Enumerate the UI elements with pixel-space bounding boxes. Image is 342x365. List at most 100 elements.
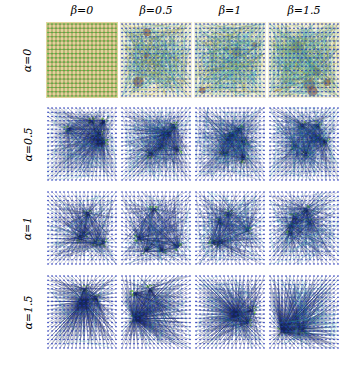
network-node — [259, 23, 261, 25]
network-node — [99, 44, 101, 46]
network-node — [79, 57, 81, 59]
network-node — [107, 27, 109, 29]
network-node — [255, 32, 257, 34]
network-node — [107, 23, 109, 25]
network-node — [219, 82, 221, 84]
network-node — [111, 23, 113, 25]
network-node — [199, 95, 201, 97]
network-node — [211, 74, 213, 76]
network-node — [169, 40, 171, 42]
network-node — [177, 27, 179, 29]
network-node — [47, 32, 49, 34]
network-node — [47, 74, 49, 76]
network-node — [259, 78, 261, 80]
network-node — [195, 70, 197, 72]
network-node — [149, 32, 151, 34]
network-node — [247, 78, 249, 80]
network-node — [255, 91, 257, 93]
network-node — [243, 91, 245, 93]
network-node — [51, 74, 53, 76]
network-node — [137, 87, 139, 89]
network-node — [227, 53, 229, 55]
network-node — [47, 78, 49, 80]
network-node — [59, 36, 61, 38]
network-node — [111, 70, 113, 72]
network-node — [51, 87, 53, 89]
network-node — [165, 91, 167, 93]
network-node — [255, 61, 257, 63]
network-node — [149, 23, 151, 25]
network-node — [231, 70, 233, 72]
network-node — [141, 70, 143, 72]
network-node — [223, 57, 225, 59]
network-node — [95, 78, 97, 80]
network-node — [107, 61, 109, 63]
network-node — [173, 74, 175, 76]
network-node — [215, 61, 217, 63]
network-node — [125, 82, 127, 84]
network-node — [203, 44, 205, 46]
network-node — [79, 27, 81, 29]
network-node — [63, 49, 65, 51]
network-node — [59, 32, 61, 34]
network-node — [149, 27, 151, 29]
network-node — [259, 74, 261, 76]
network-node — [231, 53, 233, 55]
network-node — [103, 74, 105, 76]
network-node — [83, 78, 85, 80]
network-node — [263, 91, 265, 93]
network-node — [223, 27, 225, 29]
network-node — [79, 53, 81, 55]
network-node — [255, 49, 257, 51]
network-node — [251, 36, 253, 38]
network-node — [107, 66, 109, 68]
network-node — [215, 70, 217, 72]
network-node — [47, 44, 49, 46]
network-node — [91, 27, 93, 29]
network-node — [145, 78, 147, 80]
network-node — [223, 70, 225, 72]
network-node — [247, 36, 249, 38]
network-node — [161, 36, 163, 38]
network-node — [75, 74, 77, 76]
network-node — [83, 57, 85, 59]
network-node — [161, 23, 163, 25]
network-node — [235, 53, 237, 55]
network-node — [83, 61, 85, 63]
network-node — [115, 66, 117, 68]
network-node — [243, 44, 245, 46]
network-node — [157, 57, 159, 59]
network-node — [115, 23, 117, 25]
network-node — [145, 40, 147, 42]
network-node — [161, 74, 163, 76]
network-node — [71, 70, 73, 72]
network-node — [129, 91, 131, 93]
network-node — [181, 32, 183, 34]
network-node — [47, 53, 49, 55]
network-node — [239, 57, 241, 59]
network-node — [199, 61, 201, 63]
network-node — [75, 95, 77, 97]
network-node — [161, 32, 163, 34]
network-node — [259, 87, 261, 89]
network-node — [259, 70, 261, 72]
network-node — [51, 66, 53, 68]
network-node — [125, 23, 127, 25]
network-node — [223, 61, 225, 63]
network-node — [161, 87, 163, 89]
network-node — [111, 74, 113, 76]
network-node — [59, 49, 61, 51]
network-node — [99, 61, 101, 63]
network-node — [231, 57, 233, 59]
network-node — [211, 95, 213, 97]
network-node — [99, 49, 101, 51]
network-node — [115, 82, 117, 84]
network-node — [219, 57, 221, 59]
network-node — [199, 66, 201, 68]
network-node — [165, 32, 167, 34]
network-node — [185, 27, 187, 29]
network-node — [255, 53, 257, 55]
network-node — [173, 87, 175, 89]
network-node — [59, 27, 61, 29]
network-node — [129, 53, 131, 55]
